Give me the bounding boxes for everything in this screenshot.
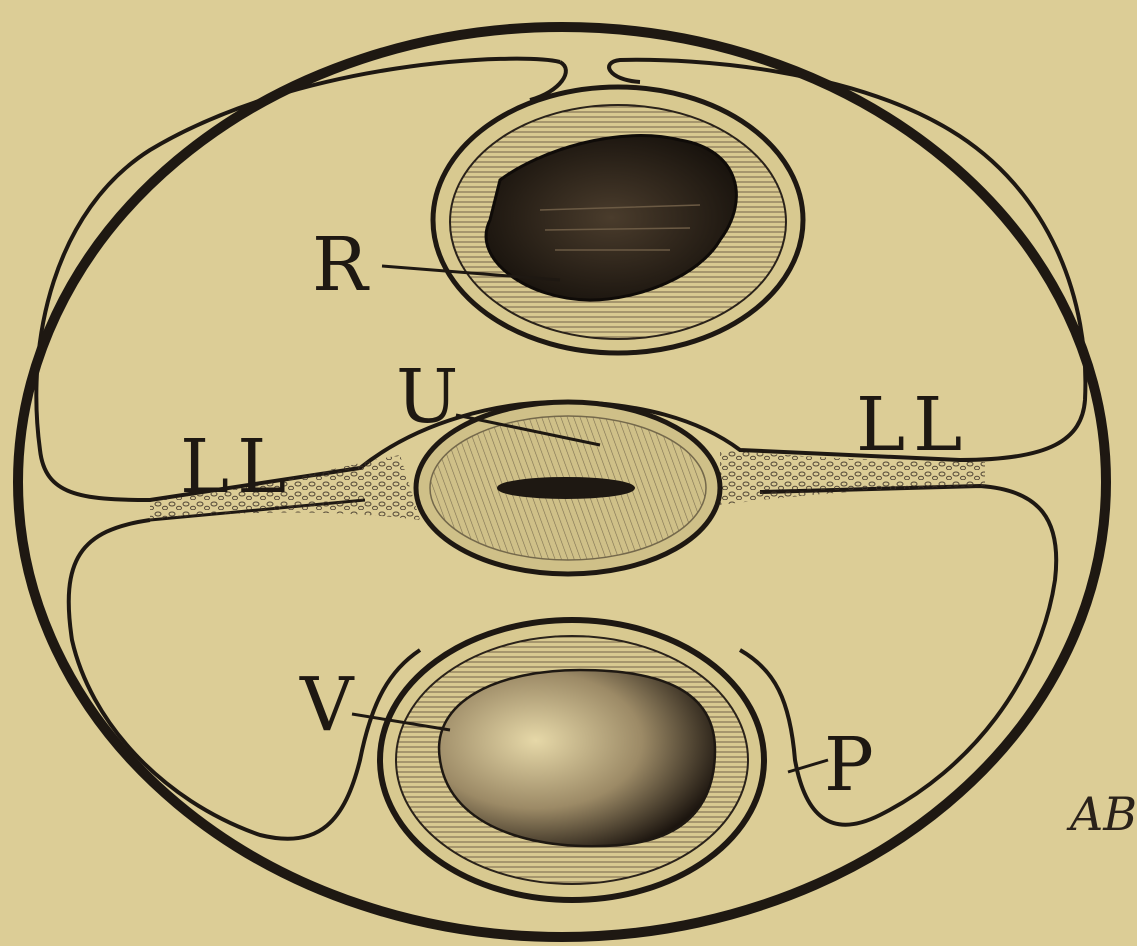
label-ligament-left: LL bbox=[180, 424, 294, 510]
label-vagina: V bbox=[299, 662, 355, 748]
label-uterus: U bbox=[396, 354, 458, 440]
label-rectum: R bbox=[312, 222, 370, 308]
vagina-lumen bbox=[439, 670, 715, 846]
artist-monogram: AB bbox=[1066, 787, 1137, 841]
label-ligament-right: LL bbox=[856, 382, 970, 468]
uterine-cavity bbox=[498, 478, 634, 498]
label-peritoneum: P bbox=[824, 722, 874, 808]
